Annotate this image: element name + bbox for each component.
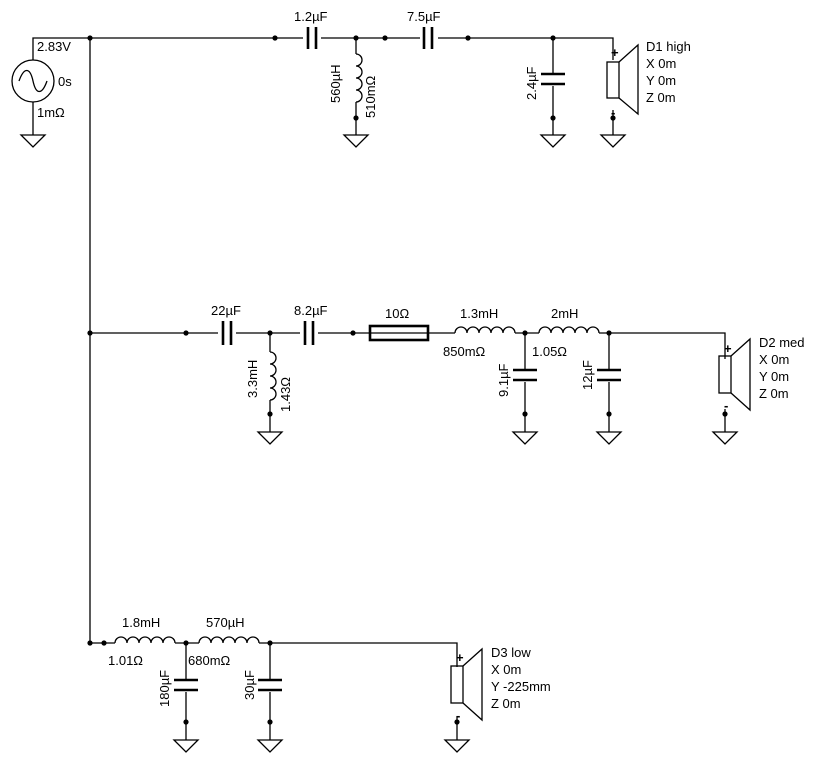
capacitor-c1-mid[interactable] (221, 321, 233, 345)
label-l-shunt-r-mid: 1.43Ω (278, 377, 293, 412)
plus-marker: + (724, 341, 732, 356)
label-c1-high: 1.2µF (294, 9, 328, 24)
label-c-shunt2-mid: 12µF (580, 360, 595, 390)
mid-branch: + - 22µF 8.2µF 10Ω 1.3mH 850mΩ 2mH 1.05Ω… (90, 303, 805, 445)
ground (342, 134, 370, 148)
ground (256, 739, 284, 753)
capacitor-c2-mid[interactable] (303, 321, 315, 345)
capacitor-shunt2-low[interactable] (258, 678, 282, 692)
driver-d3-z: Z 0m (491, 696, 521, 711)
label-l2-r-mid: 1.05Ω (532, 344, 567, 359)
speaker-d3-icon[interactable] (450, 647, 483, 722)
driver-d2-name: D2 med (759, 335, 805, 350)
label-c-shunt2-low: 30µF (242, 670, 257, 700)
inductor-l1-low[interactable] (114, 636, 176, 644)
voltage-source[interactable] (11, 59, 55, 103)
ground (711, 431, 739, 445)
driver-d2-y: Y 0m (759, 369, 789, 384)
driver-d1-y: Y 0m (646, 73, 676, 88)
label-l2-mid: 2mH (551, 306, 578, 321)
inductor-l1-mid[interactable] (454, 326, 516, 334)
label-c2-high: 7.5µF (407, 9, 441, 24)
resistor-10-mid[interactable] (368, 324, 430, 342)
label-c2-mid: 8.2µF (294, 303, 328, 318)
driver-d3-name: D3 low (491, 645, 531, 660)
label-l1-low: 1.8mH (122, 615, 160, 630)
capacitor-shunt1-low[interactable] (174, 678, 198, 692)
ground (443, 739, 471, 753)
label-c1-mid: 22µF (211, 303, 241, 318)
inductor-l2-low[interactable] (198, 636, 260, 644)
speaker-d1-icon[interactable] (606, 43, 639, 116)
label-l-shunt-r-high: 510mΩ (363, 75, 378, 118)
label-l1-r-low: 1.01Ω (108, 653, 143, 668)
ground (595, 431, 623, 445)
inductor-shunt-high[interactable] (355, 53, 363, 103)
driver-d3-y: Y -225mm (491, 679, 551, 694)
minus-marker: - (456, 708, 460, 723)
label-r-mid: 10Ω (385, 306, 409, 321)
minus-marker: - (724, 398, 728, 413)
driver-d1-z: Z 0m (646, 90, 676, 105)
ground (539, 134, 567, 148)
source-top-wire (32, 37, 614, 60)
ground (172, 739, 200, 753)
label-c-shunt1-low: 180µF (157, 670, 172, 707)
capacitor-shunt2-mid[interactable] (597, 368, 621, 382)
label-l-shunt-high: 560µH (328, 64, 343, 103)
label-c-shunt-high: 2.4µF (524, 66, 539, 100)
capacitor-shunt-high[interactable] (541, 72, 565, 86)
source-voltage: 2.83V (37, 39, 71, 54)
driver-d2-z: Z 0m (759, 386, 789, 401)
ground (511, 431, 539, 445)
ground (599, 134, 627, 148)
ground-source (19, 134, 47, 148)
capacitor-shunt1-mid[interactable] (513, 368, 537, 382)
label-l2-r-low: 680mΩ (188, 653, 231, 668)
capacitor-c2-high[interactable] (422, 27, 434, 49)
ground (256, 431, 284, 445)
driver-d1-x: X 0m (646, 56, 676, 71)
high-branch: + - 1.2µF 7.5µF 560µH 510mΩ 2.4µF D1 hig… (272, 9, 691, 148)
plus-marker: + (456, 650, 464, 665)
label-l2-low: 570µH (206, 615, 245, 630)
inductor-shunt-mid[interactable] (269, 351, 277, 401)
speaker-d2-icon[interactable] (718, 337, 751, 412)
driver-d1-name: D1 high (646, 39, 691, 54)
capacitor-c1-high[interactable] (306, 27, 318, 49)
plus-marker: + (611, 45, 619, 60)
driver-d2-x: X 0m (759, 352, 789, 367)
junction (87, 35, 93, 41)
driver-d3-x: X 0m (491, 662, 521, 677)
label-l1-mid: 1.3mH (460, 306, 498, 321)
label-l-shunt-mid: 3.3mH (245, 360, 260, 398)
label-c-shunt1-mid: 9.1µF (496, 363, 511, 397)
inductor-l2-mid[interactable] (538, 326, 600, 334)
minus-marker: - (611, 105, 615, 120)
label-l1-r-mid: 850mΩ (443, 344, 486, 359)
source-delay: 0s (58, 74, 72, 89)
low-branch: + - 1.8mH 1.01Ω 570µH 680mΩ 180µF 30µF D… (90, 615, 551, 753)
source-resistance: 1mΩ (37, 105, 65, 120)
